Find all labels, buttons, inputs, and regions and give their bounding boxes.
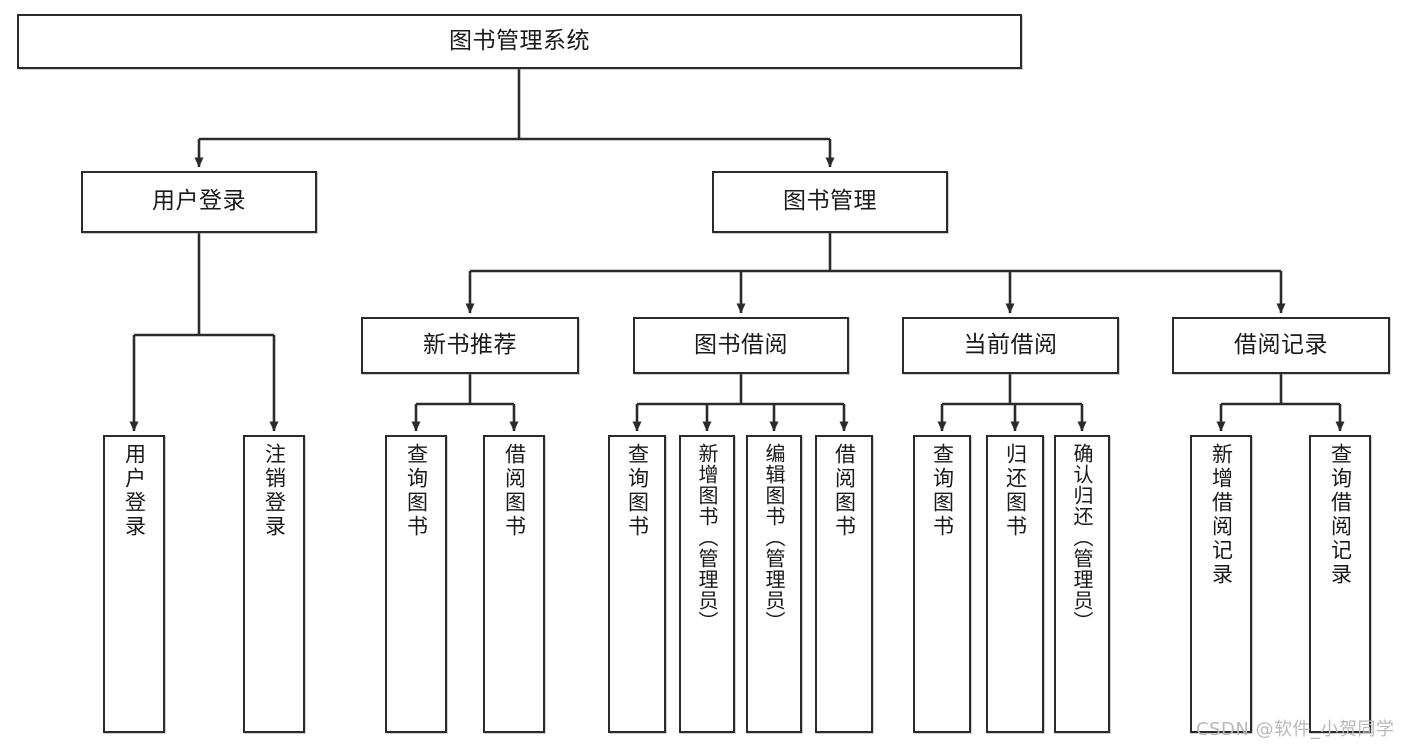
- node-leaf-borrow-book-2-label: 借阅图书: [832, 443, 857, 539]
- node-user-login-label: 用户登录: [152, 188, 246, 215]
- node-leaf-logout-login[interactable]: 注销登录: [243, 435, 305, 733]
- node-leaf-query-book-2[interactable]: 查询图书: [608, 435, 666, 733]
- node-borrow-records[interactable]: 借阅记录: [1172, 317, 1390, 374]
- node-leaf-query-book-3-label: 查询图书: [930, 443, 955, 539]
- node-leaf-confirm-return-admin-label: 确认归还（管理员）: [1070, 443, 1094, 632]
- node-borrow-records-label: 借阅记录: [1234, 331, 1328, 358]
- node-leaf-edit-book-admin[interactable]: 编辑图书（管理员）: [746, 435, 802, 733]
- node-leaf-logout-login-label: 注销登录: [262, 443, 287, 539]
- node-leaf-borrow-book-1-label: 借阅图书: [502, 443, 527, 539]
- node-leaf-add-book-admin-label: 新增图书（管理员）: [695, 443, 719, 632]
- node-leaf-query-book-2-label: 查询图书: [625, 443, 650, 539]
- node-book-management-label: 图书管理: [783, 188, 877, 215]
- node-current-borrow[interactable]: 当前借阅: [902, 317, 1119, 374]
- node-leaf-borrow-book-2[interactable]: 借阅图书: [815, 435, 873, 733]
- node-leaf-return-book-label: 归还图书: [1003, 443, 1028, 539]
- node-new-book-recommend-label: 新书推荐: [423, 331, 517, 358]
- node-book-borrow-label: 图书借阅: [694, 331, 788, 358]
- node-leaf-add-borrow-record[interactable]: 新增借阅记录: [1190, 435, 1252, 733]
- node-leaf-query-book-1-label: 查询图书: [404, 443, 429, 539]
- csdn-watermark: CSDN @软件_小贺同学: [1196, 719, 1395, 740]
- node-leaf-user-login[interactable]: 用户登录: [103, 435, 165, 733]
- node-user-login[interactable]: 用户登录: [81, 171, 317, 233]
- node-leaf-edit-book-admin-label: 编辑图书（管理员）: [762, 443, 786, 632]
- node-leaf-query-book-3[interactable]: 查询图书: [913, 435, 971, 733]
- node-leaf-query-book-1[interactable]: 查询图书: [385, 435, 447, 733]
- node-new-book-recommend[interactable]: 新书推荐: [361, 317, 579, 374]
- node-leaf-query-borrow-record-label: 查询借阅记录: [1328, 443, 1353, 587]
- node-leaf-confirm-return-admin[interactable]: 确认归还（管理员）: [1054, 435, 1110, 733]
- node-leaf-return-book[interactable]: 归还图书: [986, 435, 1044, 733]
- node-leaf-add-borrow-record-label: 新增借阅记录: [1209, 443, 1234, 587]
- node-book-borrow[interactable]: 图书借阅: [633, 317, 849, 374]
- node-leaf-borrow-book-1[interactable]: 借阅图书: [483, 435, 545, 733]
- node-leaf-user-login-label: 用户登录: [122, 443, 147, 539]
- node-root[interactable]: 图书管理系统: [17, 14, 1022, 69]
- node-leaf-add-book-admin[interactable]: 新增图书（管理员）: [679, 435, 735, 733]
- node-root-label: 图书管理系统: [449, 27, 590, 54]
- node-book-management[interactable]: 图书管理: [712, 171, 948, 233]
- node-current-borrow-label: 当前借阅: [963, 331, 1058, 358]
- node-leaf-query-borrow-record[interactable]: 查询借阅记录: [1309, 435, 1371, 733]
